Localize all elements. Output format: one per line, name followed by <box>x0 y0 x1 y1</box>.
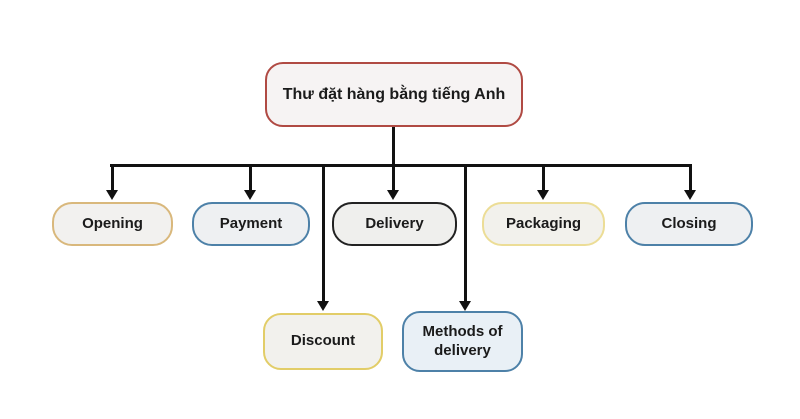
connector-root-stem <box>392 126 395 167</box>
node-packaging: Packaging <box>482 202 605 246</box>
connector-to-payment <box>249 164 252 191</box>
node-packaging-label: Packaging <box>505 214 582 232</box>
node-methods-of-delivery: Methods of delivery <box>402 311 523 372</box>
connector-horizontal-bar <box>110 164 691 167</box>
connector-to-discount <box>322 164 325 302</box>
node-root: Thư đặt hàng bằng tiếng Anh <box>265 62 523 127</box>
node-closing: Closing <box>625 202 753 246</box>
node-discount: Discount <box>263 313 383 370</box>
node-closing-label: Closing <box>661 214 717 232</box>
arrowhead-opening <box>106 190 118 200</box>
arrowhead-delivery <box>387 190 399 200</box>
arrowhead-methods-of-delivery <box>459 301 471 311</box>
connector-to-packaging <box>542 164 545 191</box>
node-payment-label: Payment <box>219 214 283 232</box>
node-opening: Opening <box>52 202 173 246</box>
connector-to-methods-of-delivery <box>464 164 467 302</box>
node-root-label: Thư đặt hàng bằng tiếng Anh <box>282 85 506 103</box>
connector-to-opening <box>111 164 114 191</box>
node-delivery-label: Delivery <box>365 214 424 232</box>
node-opening-label: Opening <box>82 214 143 232</box>
connector-to-closing <box>689 164 692 191</box>
node-discount-label: Discount <box>290 332 356 350</box>
node-payment: Payment <box>192 202 310 246</box>
arrowhead-payment <box>244 190 256 200</box>
node-methods-of-delivery-label: Methods of delivery <box>422 322 503 359</box>
node-delivery: Delivery <box>332 202 457 246</box>
connector-to-delivery <box>392 164 395 191</box>
arrowhead-discount <box>317 301 329 311</box>
arrowhead-closing <box>684 190 696 200</box>
arrowhead-packaging <box>537 190 549 200</box>
